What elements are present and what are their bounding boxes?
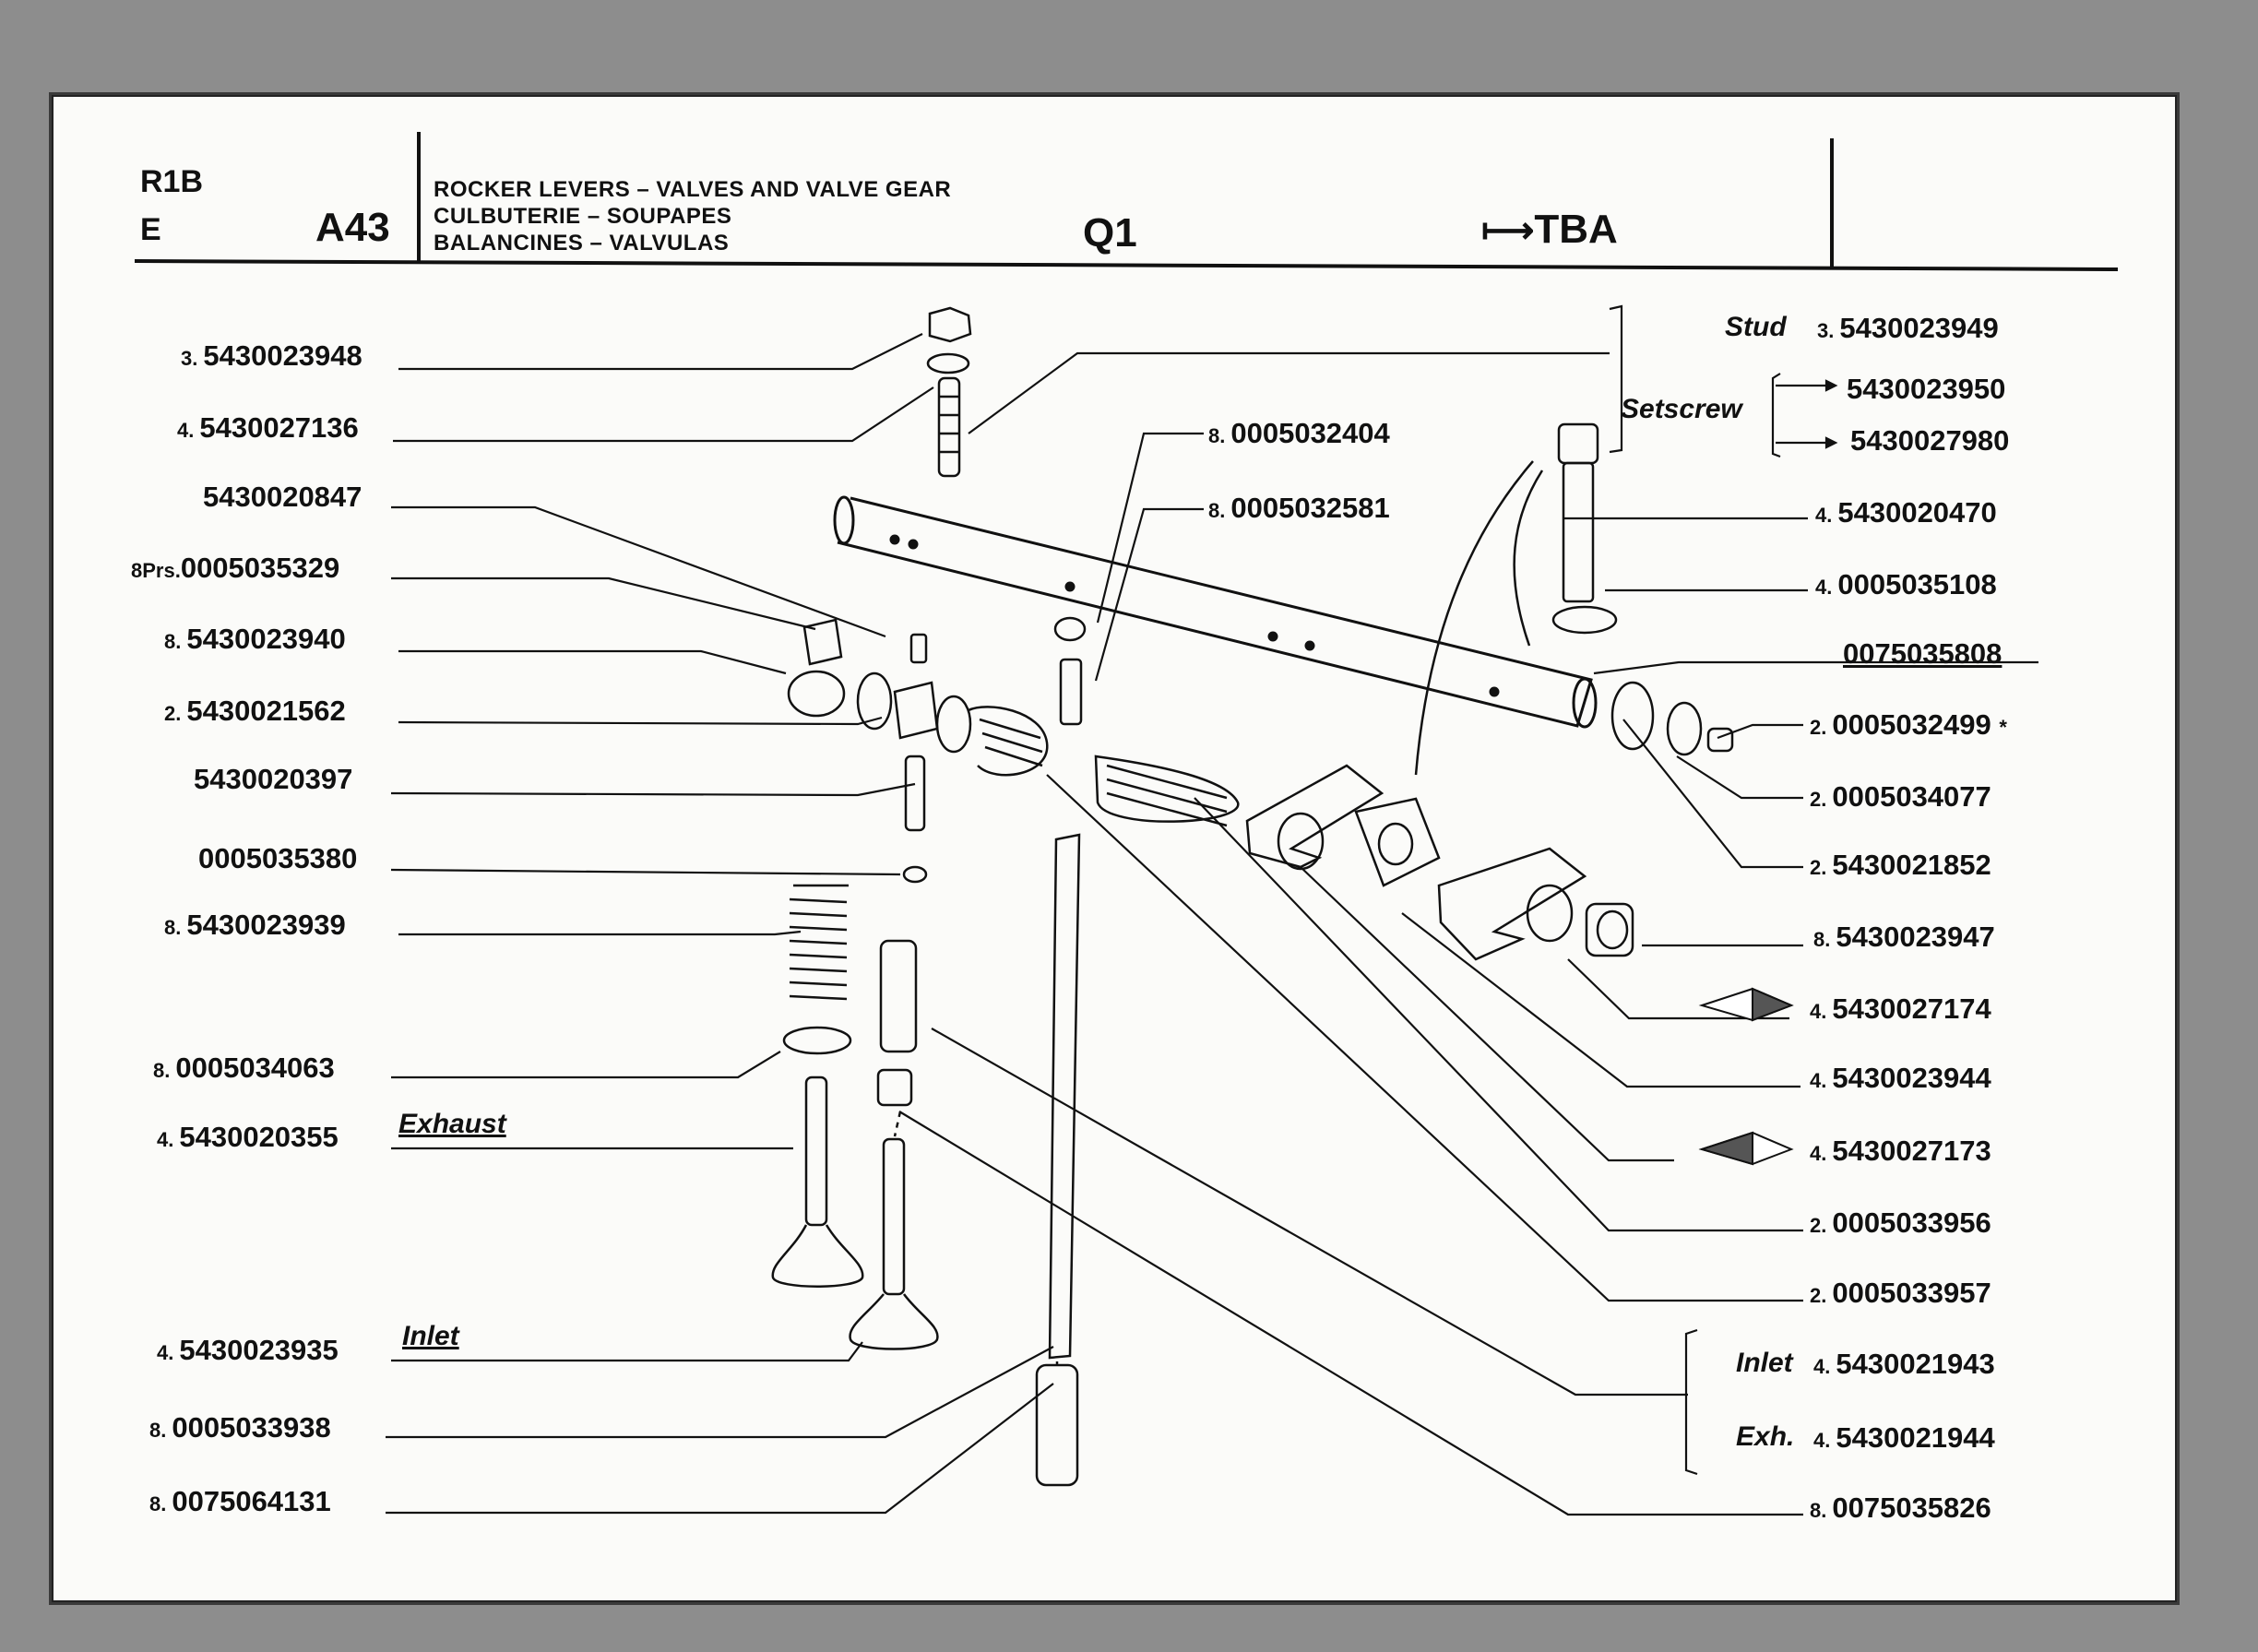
right-label-last: 8.0075035826 xyxy=(1810,1492,1991,1524)
setscrew-note: Setscrew xyxy=(1621,394,1742,424)
model-code: R1B xyxy=(140,164,204,199)
range-to: ⟼TBA xyxy=(1481,207,1618,253)
adjusting-screw xyxy=(1551,422,1618,635)
leaders-left xyxy=(386,333,1054,1515)
pushrod xyxy=(1035,833,1081,1487)
range-to-value: TBA xyxy=(1534,207,1618,252)
right-label-11: 2.0005033956 xyxy=(1810,1206,1991,1239)
left-label-2: 4.5430027136 xyxy=(177,411,359,444)
right-label-12: 2.0005033957 xyxy=(1810,1277,1991,1309)
left-label-6: 2.5430021562 xyxy=(164,695,346,727)
title-en: ROCKER LEVERS – VALVES AND VALVE GEAR xyxy=(434,177,952,202)
valves-left xyxy=(771,884,939,1350)
stud-note: Stud xyxy=(1725,312,1787,342)
mid-label-1: 8.0005032404 xyxy=(1208,417,1390,449)
left-label-12: 4.5430023935 xyxy=(157,1334,339,1366)
right-label-4: 2.0005032499 * xyxy=(1810,708,2007,741)
right-label-2: 4.0005035108 xyxy=(1815,568,1997,600)
left-label-4: 8Prs.0005035329 xyxy=(131,552,340,584)
header-rule xyxy=(134,259,2119,271)
leaders-right xyxy=(898,304,2038,1516)
language-code: E xyxy=(140,212,161,247)
left-assembly xyxy=(787,618,1049,884)
setscrew-label-2: 5430027980 xyxy=(1850,424,2010,457)
left-label-10: 8.0005034063 xyxy=(153,1052,335,1084)
left-label-8: 0005035380 xyxy=(198,842,358,874)
mid-spring xyxy=(1053,616,1240,827)
left-label-13: 8.0005033938 xyxy=(149,1411,331,1444)
diamond-markers xyxy=(1698,987,1794,1166)
right-label-10: 4.5430027173 xyxy=(1810,1135,1991,1167)
left-label-7: 5430020397 xyxy=(194,763,353,795)
right-label-6: 2.5430021852 xyxy=(1810,849,1991,881)
title-fr: CULBUTERIE – SOUPAPES xyxy=(434,204,732,229)
mid-label-2: 8.0005032581 xyxy=(1208,492,1390,524)
title-es: BALANCINES – VALVULAS xyxy=(434,231,730,256)
rocker-arms xyxy=(1245,764,1634,961)
left-label-1: 3.5430023948 xyxy=(181,339,362,372)
variant-code: Q1 xyxy=(1083,210,1137,256)
right-label-8: 4.5430027174 xyxy=(1810,992,1991,1025)
left-label-11: 4.5430020355 xyxy=(157,1121,339,1153)
inlet-note: Inlet xyxy=(402,1321,459,1351)
right-label-1: 4.5430020470 xyxy=(1815,496,1997,529)
group-code: A43 xyxy=(315,205,390,250)
stud-label: 3.5430023949 xyxy=(1817,312,1999,344)
parts-sheet xyxy=(52,95,2177,1602)
exhaust-note: Exhaust xyxy=(398,1109,506,1139)
left-label-14: 8.0075064131 xyxy=(149,1485,331,1517)
end-washers xyxy=(1610,681,1734,756)
exh-group-note: Exh. xyxy=(1736,1421,1795,1452)
inlet-group-note: Inlet xyxy=(1736,1348,1793,1378)
arrow-right-icon: ⟼ xyxy=(1481,210,1535,251)
stud-and-nut xyxy=(926,306,972,478)
inlet-group-label: 4.5430021943 xyxy=(1813,1348,1995,1380)
setscrew-label-1: 5430023950 xyxy=(1847,373,2006,405)
exh-group-label: 4.5430021944 xyxy=(1813,1421,1995,1454)
right-label-3: 0075035808 xyxy=(1843,637,2002,670)
right-label-7: 8.5430023947 xyxy=(1813,921,1995,953)
right-label-9: 4.5430023944 xyxy=(1810,1062,1991,1094)
right-label-5: 2.0005034077 xyxy=(1810,780,1991,813)
left-label-9: 8.5430023939 xyxy=(164,909,346,941)
left-label-3: 5430020847 xyxy=(203,481,362,513)
left-label-5: 8.5430023940 xyxy=(164,623,346,655)
rocker-shaft xyxy=(833,495,1598,729)
